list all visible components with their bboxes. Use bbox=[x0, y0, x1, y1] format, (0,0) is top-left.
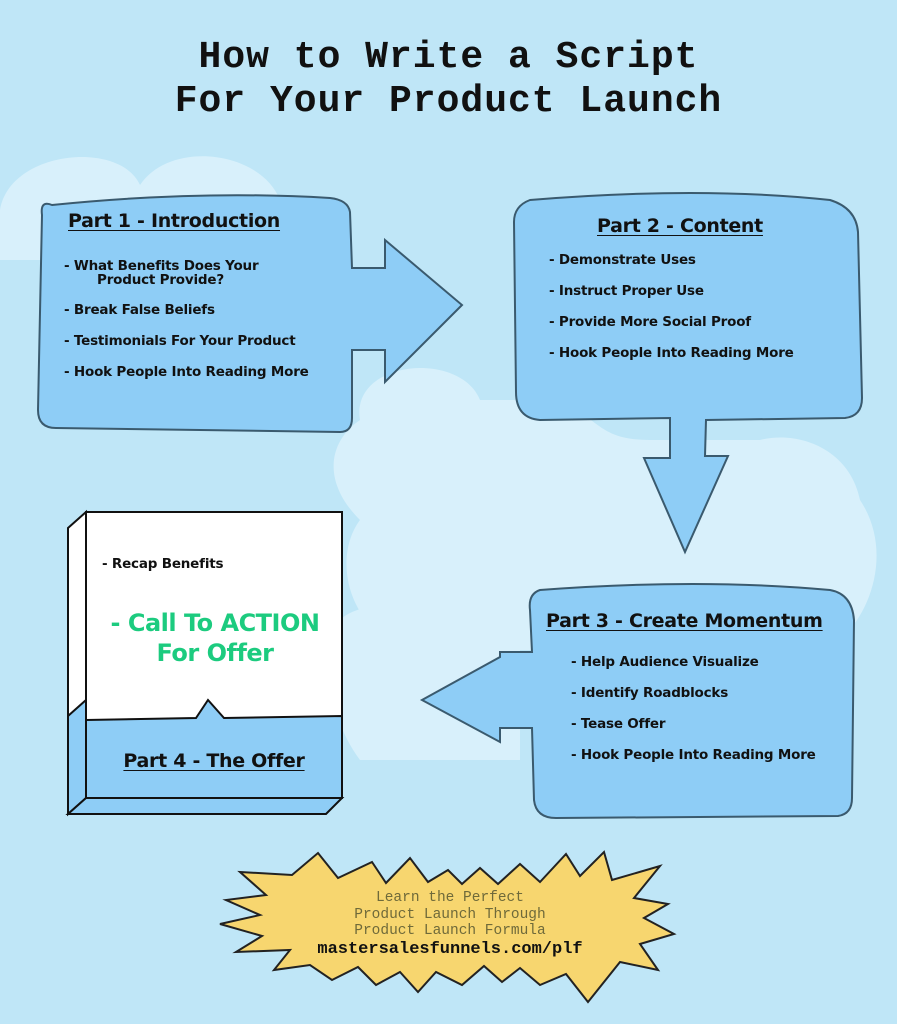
page-title-line1: How to Write a Script bbox=[198, 36, 699, 79]
cta-line2: For Offer bbox=[156, 639, 275, 667]
part1-item-1: - What Benefits Does Your bbox=[64, 258, 259, 274]
part3-item-4: - Hook People Into Reading More bbox=[571, 747, 816, 763]
promo-line2: Product Launch Through bbox=[354, 906, 546, 923]
part3-heading: Part 3 - Create Momentum bbox=[546, 610, 823, 632]
part2-item-4: - Hook People Into Reading More bbox=[549, 345, 794, 361]
part2-box bbox=[512, 192, 864, 555]
part2-item-1: - Demonstrate Uses bbox=[549, 252, 696, 268]
promo-line1: Learn the Perfect bbox=[376, 890, 524, 906]
part1-item-1-cont: Product Provide? bbox=[97, 272, 224, 288]
call-to-action-text: - Call To ACTION For Offer bbox=[92, 608, 338, 668]
part1-item-3: - Testimonials For Your Product bbox=[64, 333, 296, 349]
promo-starburst bbox=[219, 850, 677, 1004]
part1-item-4: - Hook People Into Reading More bbox=[64, 364, 309, 380]
part1-heading: Part 1 - Introduction bbox=[68, 210, 281, 232]
cta-line1: - Call To ACTION bbox=[110, 609, 320, 637]
part2-heading: Part 2 - Content bbox=[597, 215, 763, 237]
promo-line3: Product Launch Formula bbox=[354, 923, 546, 939]
page-title-line2: For Your Product Launch bbox=[174, 80, 723, 123]
promo-text: Learn the Perfect Product Launch Through… bbox=[230, 890, 670, 959]
part3-item-1: - Help Audience Visualize bbox=[571, 654, 759, 670]
part4-item-1: - Recap Benefits bbox=[102, 556, 224, 572]
part2-item-3: - Provide More Social Proof bbox=[549, 314, 751, 330]
part3-item-3: - Tease Offer bbox=[571, 716, 666, 732]
promo-url-link[interactable]: mastersalesfunnels.com/plf bbox=[317, 939, 583, 959]
part4-heading: Part 4 - The Offer bbox=[123, 750, 305, 772]
part2-item-2: - Instruct Proper Use bbox=[549, 283, 704, 299]
part1-box bbox=[36, 194, 464, 434]
part3-box bbox=[419, 583, 856, 820]
part4-offer-card bbox=[65, 509, 345, 817]
part1-item-2: - Break False Beliefs bbox=[64, 302, 215, 318]
part3-item-2: - Identify Roadblocks bbox=[571, 685, 729, 701]
